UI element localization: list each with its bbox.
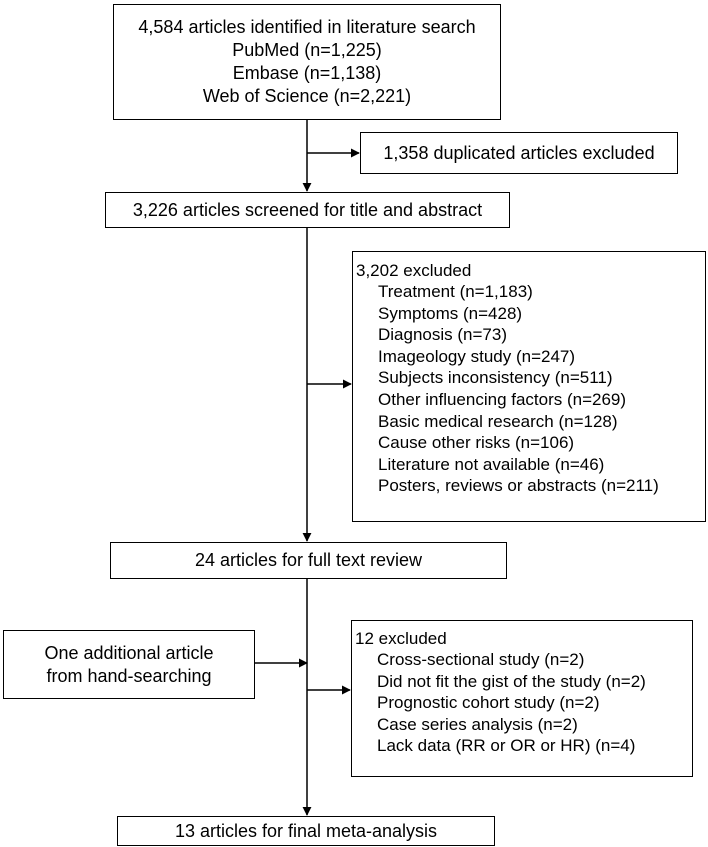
duplicates-text: 1,358 duplicated articles excluded <box>383 142 655 163</box>
final-box: 13 articles for final meta-analysis <box>117 816 495 846</box>
exclusion-reason: Posters, reviews or abstracts (n=211) <box>378 476 659 496</box>
source-web-of-science: Web of Science (n=2,221) <box>202 86 412 106</box>
exclusion-reason: Cause other risks (n=106) <box>378 433 575 453</box>
exclusion-reason: Case series analysis (n=2) <box>377 714 578 734</box>
exclusion-reason: Cross-sectional study (n=2) <box>377 650 585 669</box>
identification-total: 4,584 articles identified in literature … <box>138 17 476 37</box>
screening-excluded-heading: 3,202 excluded <box>356 261 472 280</box>
additional-line-2: from hand-searching <box>46 665 212 686</box>
screening-excluded-box: 3,202 excluded Treatment (n=1,183) Sympt… <box>352 251 706 522</box>
identification-box: 4,584 articles identified in literature … <box>113 4 501 120</box>
exclusion-reason: Other influencing factors (n=269) <box>378 389 627 409</box>
full-text-excluded-heading: 12 excluded <box>355 629 447 648</box>
exclusion-reason: Treatment (n=1,183) <box>378 282 533 301</box>
exclusion-reason: Subjects inconsistency (n=511) <box>378 368 613 388</box>
exclusion-reason: Basic medical research (n=128) <box>378 411 618 431</box>
exclusion-reason: Literature not available (n=46) <box>378 454 605 474</box>
full-text-text: 24 articles for full text review <box>194 550 423 570</box>
exclusion-reason: Symptoms (n=428) <box>378 303 523 323</box>
full-text-excluded-box: 12 excluded Cross-sectional study (n=2) … <box>351 620 693 777</box>
additional-line-1: One additional article <box>44 642 214 663</box>
final-text: 13 articles for final meta-analysis <box>174 820 438 841</box>
source-pubmed: PubMed (n=1,225) <box>232 40 382 60</box>
exclusion-reason: Imageology study (n=247) <box>378 346 576 366</box>
exclusion-reason: Lack data (RR or OR or HR) (n=4) <box>377 736 636 756</box>
screening-box: 3,226 articles screened for title and ab… <box>105 192 510 228</box>
exclusion-reason: Did not fit the gist of the study (n=2) <box>377 671 646 691</box>
exclusion-reason: Prognostic cohort study (n=2) <box>377 693 600 713</box>
duplicates-box: 1,358 duplicated articles excluded <box>360 132 678 174</box>
source-embase: Embase (n=1,138) <box>232 63 382 83</box>
full-text-box: 24 articles for full text review <box>110 542 507 579</box>
exclusion-reason: Diagnosis (n=73) <box>378 325 507 345</box>
screening-text: 3,226 articles screened for title and ab… <box>132 199 483 220</box>
additional-box: One additional article from hand-searchi… <box>3 630 255 699</box>
